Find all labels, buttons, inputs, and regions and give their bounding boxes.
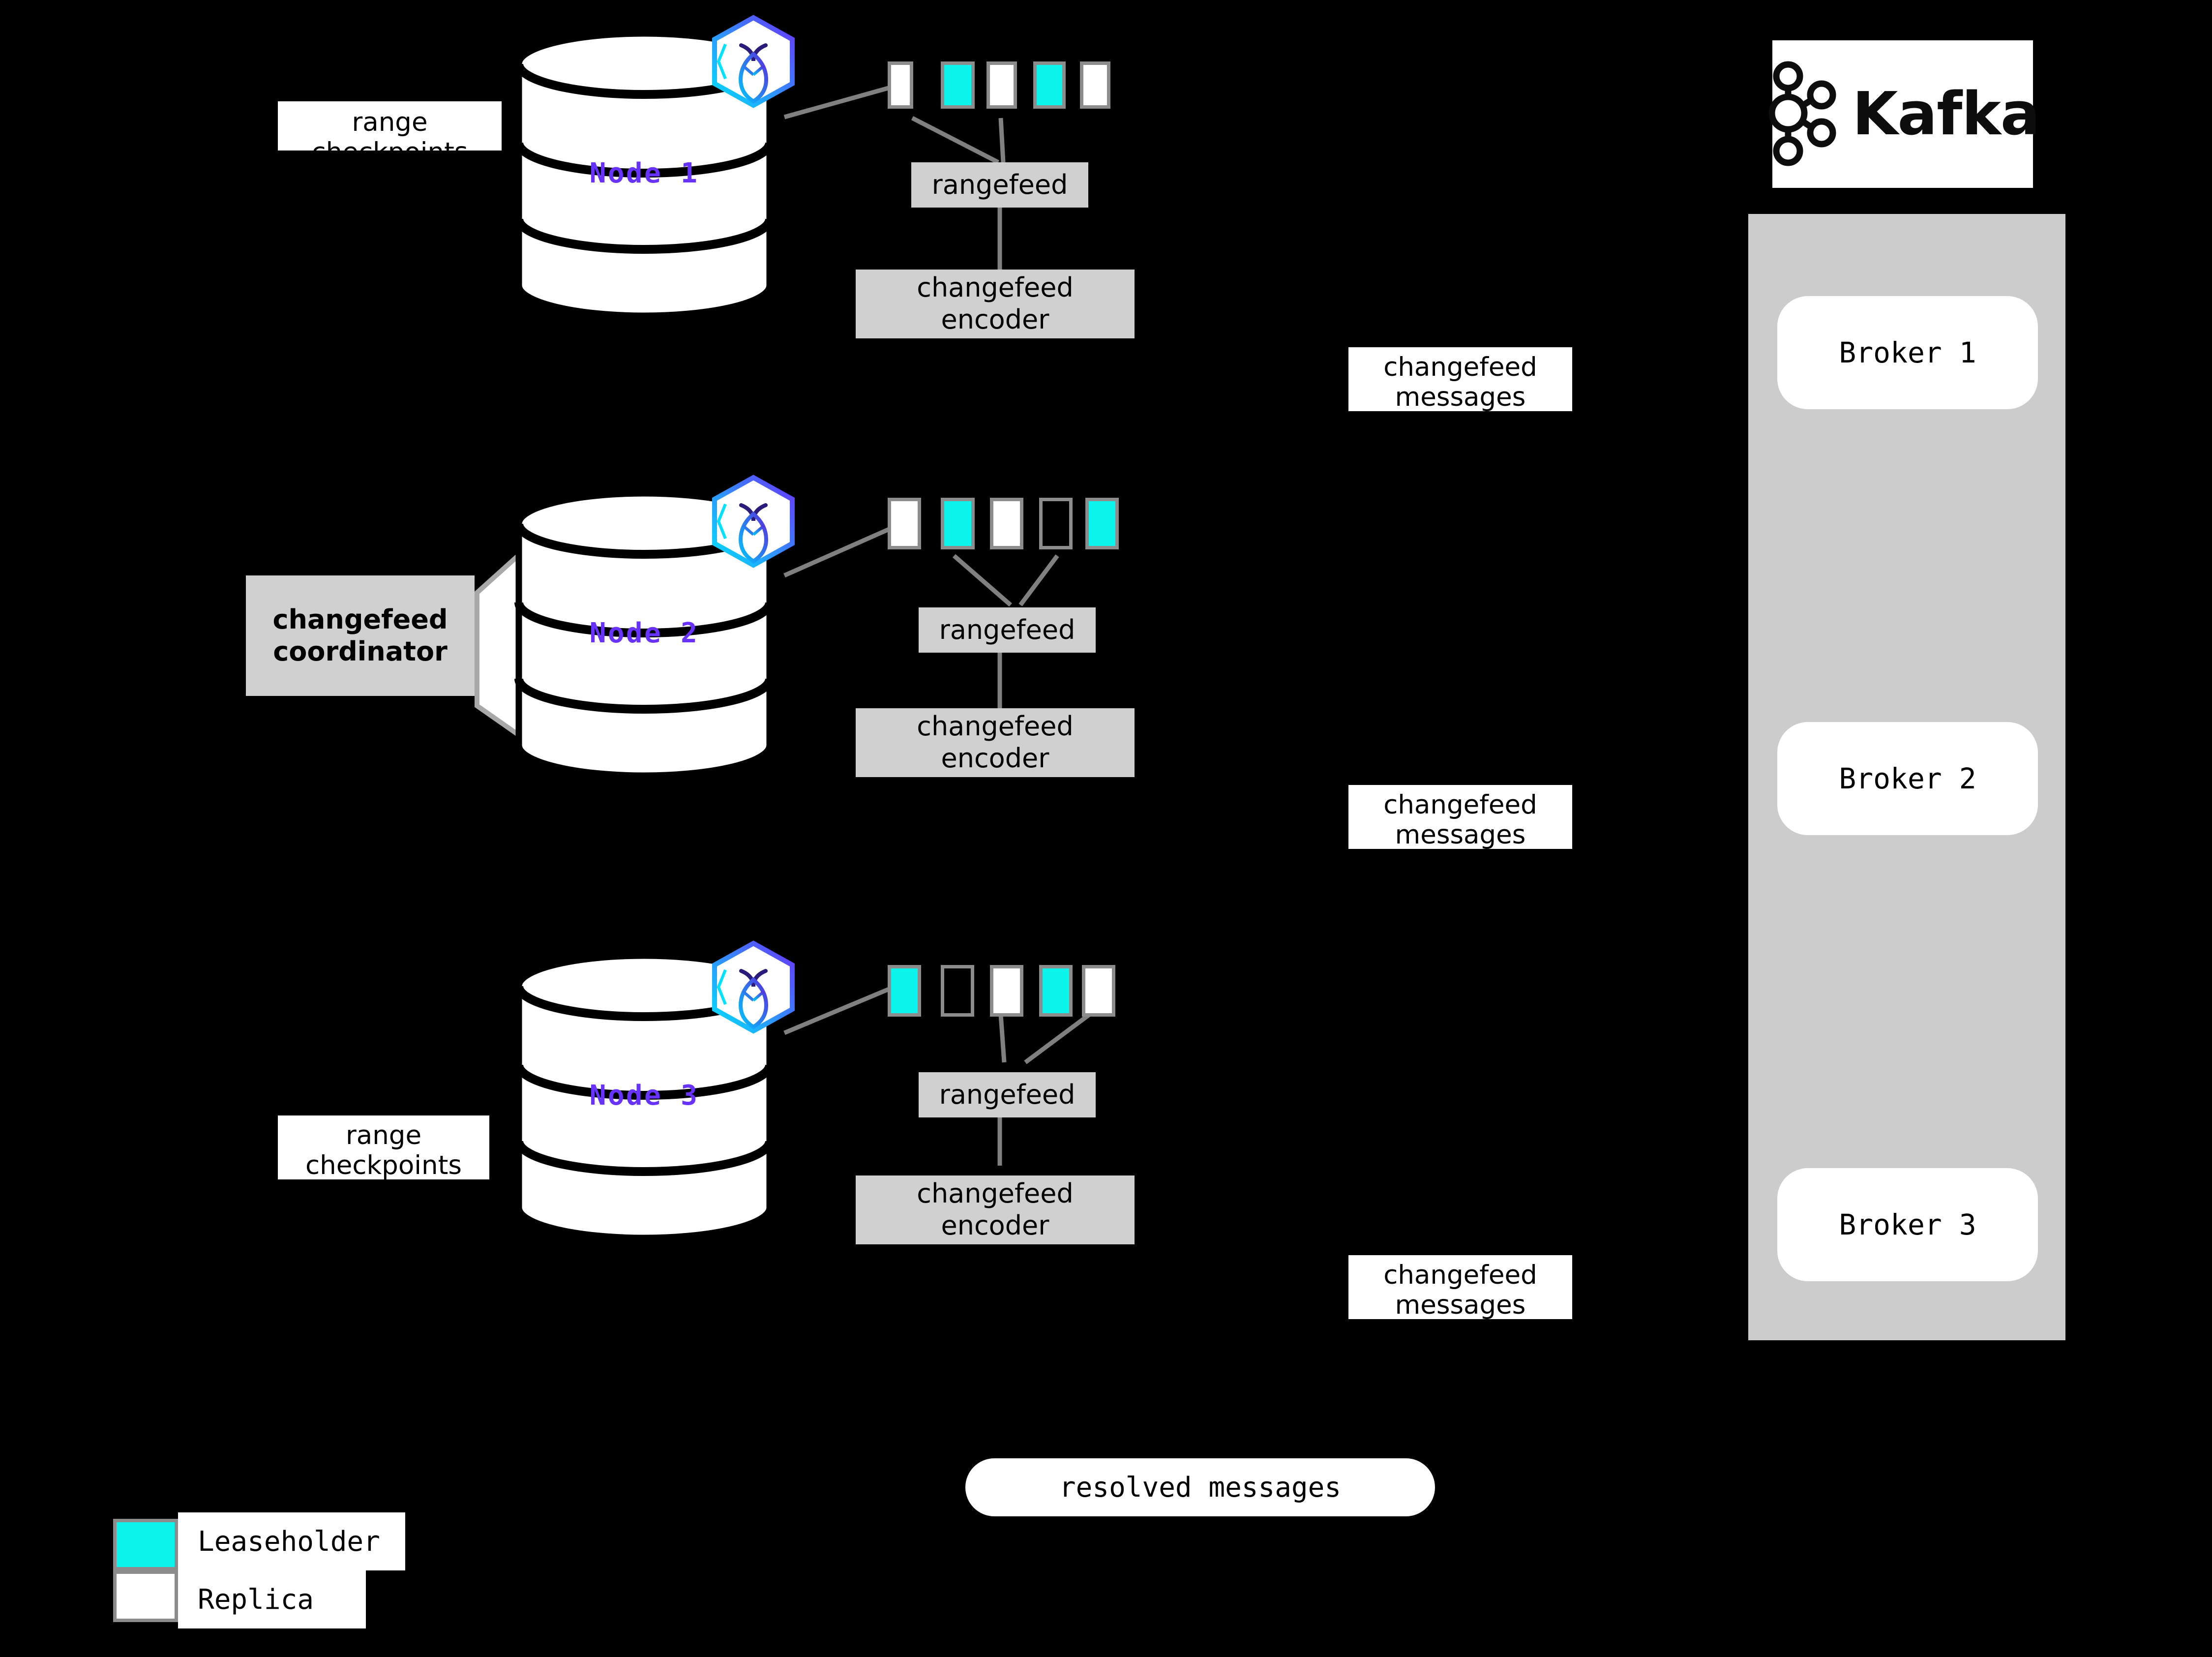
node-3-range-4[interactable] xyxy=(1039,965,1073,1017)
broker-item-2[interactable]: Broker 2 xyxy=(1777,722,2038,835)
node-2-range-5[interactable] xyxy=(1085,498,1119,549)
node-3-range-1[interactable] xyxy=(888,965,921,1017)
encoder-line: changefeed xyxy=(917,1178,1074,1209)
node-1-changefeed-messages-label: changefeed messages xyxy=(1348,347,1572,413)
node-2-range-2[interactable] xyxy=(941,498,975,549)
node-2-range-3[interactable] xyxy=(990,498,1023,549)
node-3-range-2[interactable] xyxy=(941,965,974,1017)
rangefeed-label: rangefeed xyxy=(939,1079,1076,1110)
cockroachdb-hexagon-icon xyxy=(711,475,797,570)
legend-text: Replica xyxy=(198,1583,314,1616)
resolved-messages-pill[interactable]: resolved messages xyxy=(965,1458,1435,1516)
encoder-line: encoder xyxy=(941,304,1049,335)
broker-label: Broker 1 xyxy=(1839,336,1976,369)
coordinator-line: coordinator xyxy=(273,635,448,667)
label-line: changefeed xyxy=(1383,352,1537,382)
node-1-range-5[interactable] xyxy=(1080,61,1110,109)
node-1-range-1[interactable] xyxy=(888,61,913,109)
label-line: changefeed xyxy=(1383,1260,1537,1290)
broker-label: Broker 2 xyxy=(1839,762,1976,795)
legend-swatch-leaseholder xyxy=(113,1519,178,1570)
node-3-range-checkpoints-label: range checkpoints xyxy=(278,1115,489,1181)
rangefeed-label: rangefeed xyxy=(931,169,1068,200)
broker-item-1[interactable]: Broker 1 xyxy=(1777,296,2038,409)
resolved-messages-label: resolved messages xyxy=(1059,1471,1342,1504)
node-3-range-5[interactable] xyxy=(1082,965,1115,1017)
label-line: messages xyxy=(1395,382,1526,413)
label-line: checkpoints xyxy=(305,1150,462,1181)
encoder-line: changefeed xyxy=(917,272,1074,303)
encoder-line: changefeed xyxy=(917,711,1074,742)
encoder-line: encoder xyxy=(941,1210,1049,1241)
kafka-logo-icon xyxy=(1766,60,1840,168)
label-line: changefeed xyxy=(1383,790,1537,820)
broker-inbound-arrow xyxy=(2063,401,2090,424)
changefeed-coordinator-box[interactable]: changefeed coordinator xyxy=(246,575,475,696)
broker-label: Broker 3 xyxy=(1839,1208,1976,1241)
node-2-rangefeed-box[interactable]: rangefeed xyxy=(919,607,1096,653)
legend-label-replica: Replica xyxy=(178,1570,366,1628)
kafka-wordmark: Kafka xyxy=(1852,80,2040,149)
label-line: messages xyxy=(1395,1290,1526,1321)
rangefeed-label: rangefeed xyxy=(939,614,1076,645)
broker-item-3[interactable]: Broker 3 xyxy=(1777,1168,2038,1281)
node-3-changefeed-messages-label: changefeed messages xyxy=(1348,1255,1572,1321)
legend-label-leaseholder: Leaseholder xyxy=(178,1512,405,1570)
label-line: range xyxy=(345,1120,422,1150)
label-line: range xyxy=(352,107,428,137)
legend-swatch-replica xyxy=(113,1570,178,1622)
cockroachdb-hexagon-icon xyxy=(711,15,797,110)
label-line: checkpoints xyxy=(311,137,468,168)
label-line: messages xyxy=(1395,820,1526,850)
node-2-encoder-box[interactable]: changefeed encoder xyxy=(856,708,1135,777)
node-3-encoder-box[interactable]: changefeed encoder xyxy=(856,1175,1135,1244)
cockroachdb-hexagon-icon xyxy=(711,940,797,1036)
node-3-rangefeed-box[interactable]: rangefeed xyxy=(919,1072,1096,1117)
kafka-logo-box: Kafka xyxy=(1768,40,2040,188)
node-1-encoder-box[interactable]: changefeed encoder xyxy=(856,270,1135,338)
node-1-range-2[interactable] xyxy=(941,61,975,109)
coordinator-line: changefeed xyxy=(272,603,448,635)
node-1-range-4[interactable] xyxy=(1033,61,1066,109)
node-1-range-checkpoints-label: range checkpoints xyxy=(278,101,502,167)
node-2-range-4[interactable] xyxy=(1039,498,1073,549)
node-3-range-3[interactable] xyxy=(990,965,1023,1017)
legend-text: Leaseholder xyxy=(198,1525,380,1558)
node-2-changefeed-messages-label: changefeed messages xyxy=(1348,785,1572,850)
encoder-line: encoder xyxy=(941,743,1049,774)
node-1-rangefeed-box[interactable]: rangefeed xyxy=(911,162,1088,208)
node-1-range-3[interactable] xyxy=(986,61,1017,109)
node-2-range-1[interactable] xyxy=(888,498,921,549)
